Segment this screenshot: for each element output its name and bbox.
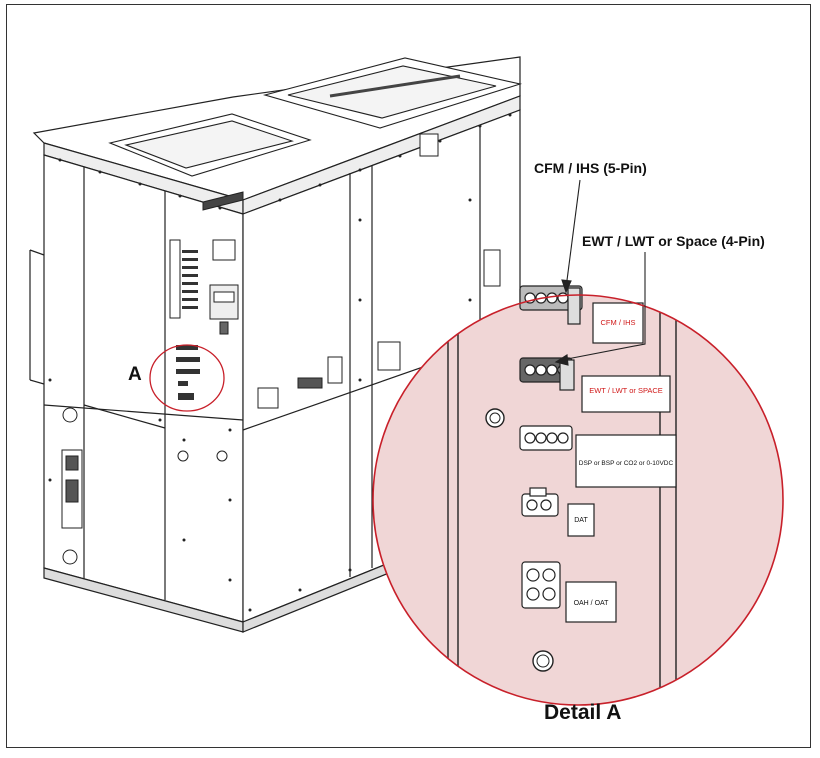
- detail-a-marker-circle: [149, 344, 225, 412]
- oah-connector-icon: [521, 561, 561, 609]
- tag-cfm: CFM / IHS: [592, 302, 644, 344]
- leader-lines: [554, 179, 646, 366]
- detail-a-circle: CFM / IHS EWT / LWT or SPACE DSP or BSP …: [372, 285, 784, 706]
- figure-frame: [6, 4, 811, 748]
- tag-dat: DAT: [567, 503, 595, 537]
- control-panel: [61, 133, 501, 565]
- dsp-connector-icon: [519, 425, 573, 451]
- tag-oah: OAH / OAT: [565, 581, 617, 623]
- callout-ewt-connector: EWT / LWT or Space (4-Pin): [582, 233, 765, 249]
- detail-marker-label: A: [128, 364, 142, 385]
- duct-openings: [108, 57, 523, 177]
- tag-oah-text: OAH / OAT: [574, 600, 610, 607]
- tag-ewt: EWT / LWT or SPACE: [581, 375, 671, 413]
- tag-ewt-text: EWT / LWT or SPACE: [589, 386, 663, 395]
- tag-dat-text: DAT: [574, 517, 588, 524]
- grommet-icon: [532, 650, 554, 672]
- dat-connector-icon: [521, 487, 559, 517]
- tag-dsp-text: DSP or BSP or CO2 or 0-10VDC: [579, 460, 674, 467]
- detail-caption: Detail A: [544, 701, 622, 724]
- callout-cfm-connector: CFM / IHS (5-Pin): [534, 160, 647, 176]
- tag-dsp: DSP or BSP or CO2 or 0-10VDC: [575, 434, 677, 488]
- grommet-icon: [485, 408, 505, 428]
- tag-cfm-text: CFM / IHS: [601, 318, 636, 327]
